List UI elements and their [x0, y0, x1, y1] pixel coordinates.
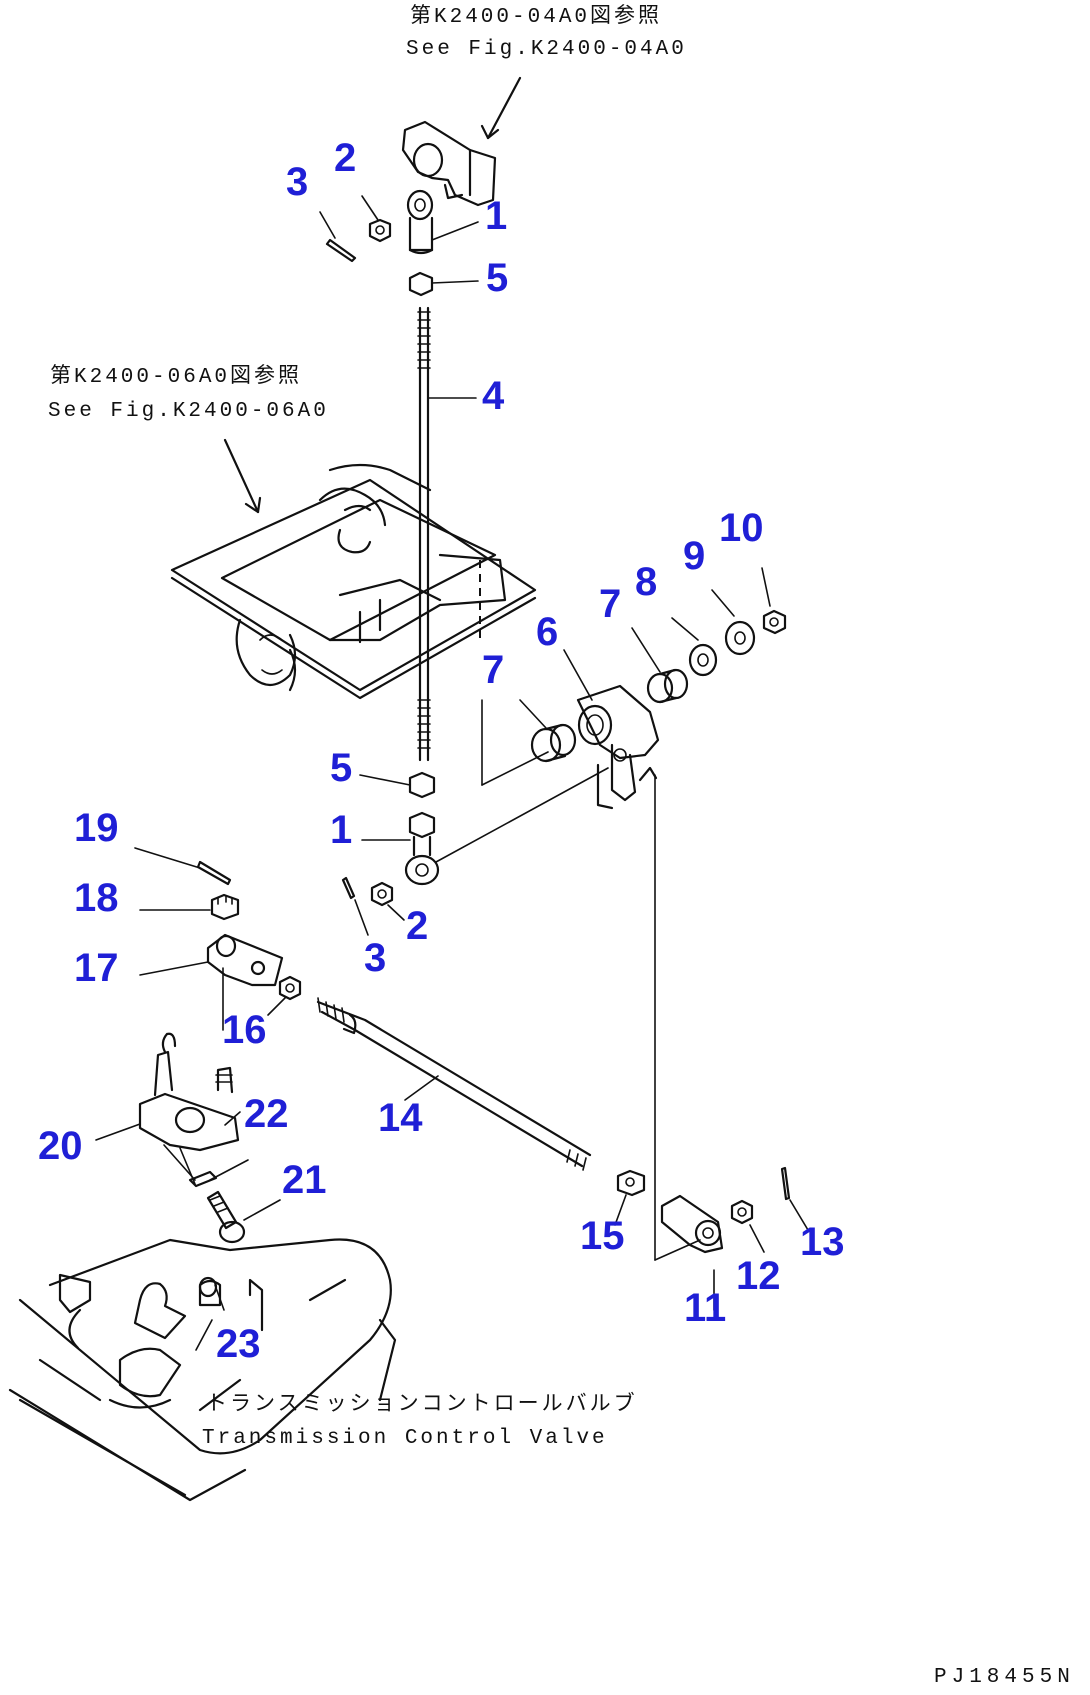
ball-joint-upper	[406, 189, 479, 255]
support-bracket-20	[95, 1032, 241, 1185]
valve-label-ja: トランスミッションコントロールバルブ	[206, 1394, 638, 1417]
mid-reference-en: See Fig.K2400-06A0	[48, 400, 329, 423]
ball-joint-11	[660, 1194, 724, 1311]
callout-2-lower: 2	[406, 904, 429, 948]
washer-9	[724, 620, 756, 656]
cotter-pin-lower	[341, 876, 369, 936]
bushing-right	[646, 668, 689, 704]
callout-18: 18	[74, 876, 119, 920]
ball-joint-lower	[361, 767, 609, 886]
callout-11: 11	[684, 1286, 727, 1330]
callout-8: 8	[635, 560, 658, 604]
callout-16: 16	[222, 1008, 267, 1052]
callout-20: 20	[38, 1124, 83, 1168]
transmission-control-valve-body	[8, 1238, 397, 1502]
nut-10	[761, 567, 787, 635]
callout-23: 23	[216, 1322, 261, 1366]
nut-16	[267, 975, 302, 1016]
callout-4: 4	[482, 374, 505, 418]
mid-reference-ja: 第K2400-06A0図参照	[50, 366, 303, 389]
callout-7-left: 7	[482, 648, 505, 692]
callout-3-lower: 3	[364, 936, 387, 980]
top-reference-arrow	[480, 76, 522, 140]
callout-17: 17	[74, 946, 119, 990]
cotter-pin-19	[134, 847, 232, 886]
leader-frame-7	[481, 699, 701, 1261]
callout-10: 10	[719, 506, 764, 550]
callout-9: 9	[683, 534, 706, 578]
upper-lever-bracket	[401, 120, 497, 207]
callout-14: 14	[378, 1096, 423, 1140]
drawing-number: PJ18455N	[934, 1666, 1075, 1689]
leaders-6-9	[519, 589, 735, 729]
top-reference-ja: 第K2400-04A0図参照	[410, 6, 663, 29]
callout-21: 21	[282, 1158, 327, 1202]
top-reference-en: See Fig.K2400-04A0	[406, 38, 687, 61]
callout-3-upper: 3	[286, 160, 309, 204]
lock-nut-lower	[359, 771, 436, 799]
callout-6: 6	[536, 610, 559, 654]
callout-7-right: 7	[599, 582, 622, 626]
washer-8	[688, 643, 718, 677]
callout-19: 19	[74, 806, 119, 850]
mid-reference-arrow	[223, 438, 262, 514]
bushing-left	[530, 723, 577, 763]
callout-5-lower: 5	[330, 746, 353, 790]
callout-13: 13	[800, 1220, 845, 1264]
nut-12	[730, 1199, 765, 1253]
cotter-pin-upper	[319, 211, 357, 263]
bolt-21	[206, 1190, 281, 1244]
shift-lever-17	[139, 933, 284, 1031]
nut-15	[614, 1169, 646, 1226]
callout-2-upper: 2	[334, 136, 357, 180]
bellcrank-lever	[576, 684, 660, 810]
valve-label-en: Transmission Control Valve	[202, 1427, 608, 1450]
lock-nut-upper	[408, 271, 479, 297]
callout-15: 15	[580, 1214, 625, 1258]
nut-lower	[370, 881, 405, 921]
callout-1-upper: 1	[485, 194, 508, 238]
nut-upper	[361, 195, 392, 243]
lock-washer-22	[188, 1159, 249, 1188]
operator-console-plate	[170, 463, 537, 700]
callout-22: 22	[244, 1092, 289, 1136]
control-rod	[417, 306, 477, 762]
cotter-pin-13	[780, 1166, 809, 1231]
callout-5-upper: 5	[486, 256, 509, 300]
callout-1-lower: 1	[330, 808, 353, 852]
linkage-rod-14	[316, 997, 592, 1171]
castle-nut-18	[139, 893, 240, 921]
callout-12: 12	[736, 1254, 781, 1298]
